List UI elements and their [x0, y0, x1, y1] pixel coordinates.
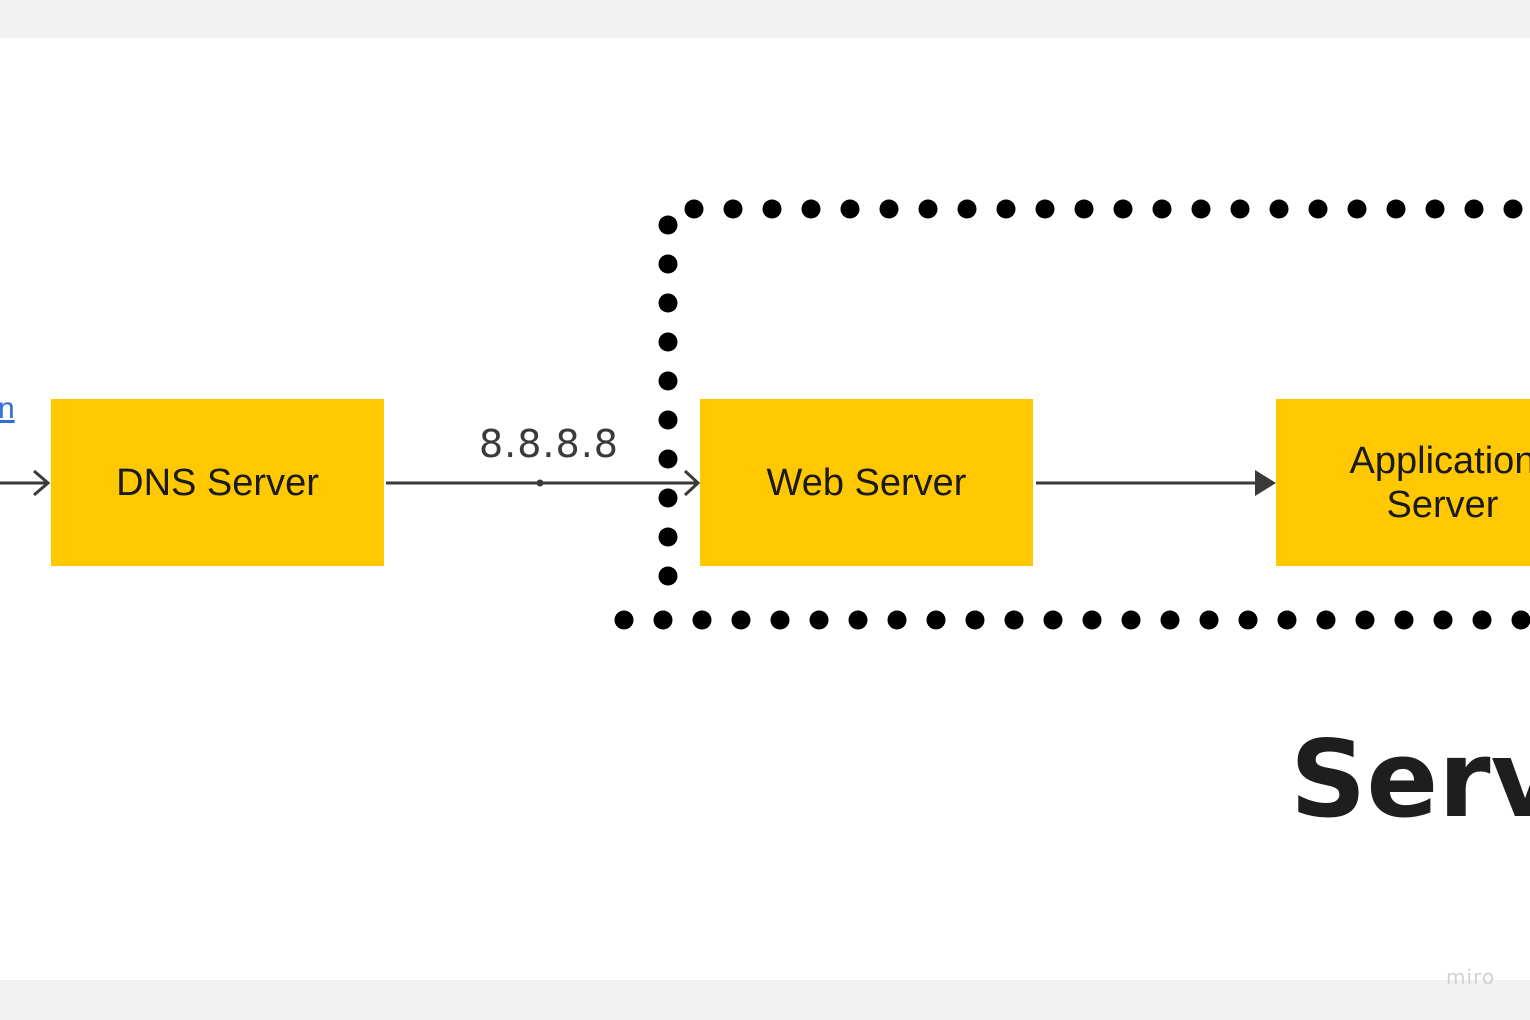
- group-boundary[interactable]: [614, 199, 1530, 630]
- boundary-dot: [1464, 199, 1484, 219]
- canvas-board[interactable]: n DNS Server 8.8.8.8 Web Server Applicat…: [0, 38, 1530, 980]
- node-web-server[interactable]: Web Server: [700, 399, 1033, 566]
- diagram-svg: [0, 199, 1530, 630]
- node-application-server-line2: Server: [1386, 483, 1499, 526]
- boundary-dot: [1503, 199, 1523, 219]
- boundary-dot: [1277, 610, 1297, 630]
- boundary-dot: [1511, 610, 1530, 630]
- boundary-dot: [1113, 199, 1133, 219]
- boundary-dot: [809, 610, 829, 630]
- boundary-dot: [658, 371, 678, 391]
- connector-midpoint: [536, 479, 544, 487]
- boundary-dot: [653, 610, 673, 630]
- boundary-dot: [1386, 199, 1406, 219]
- boundary-dot: [1230, 199, 1250, 219]
- boundary-dot: [1355, 610, 1375, 630]
- boundary-dot: [1121, 610, 1141, 630]
- boundary-dot: [1152, 199, 1172, 219]
- boundary-dot: [1043, 610, 1063, 630]
- boundary-dot: [1004, 610, 1024, 630]
- miro-watermark: miro: [1446, 965, 1496, 989]
- node-application-server-line1: Application: [1349, 439, 1530, 482]
- boundary-dot: [658, 488, 678, 508]
- boundary-dot: [658, 332, 678, 352]
- boundary-dot: [614, 610, 634, 630]
- boundary-dot: [770, 610, 790, 630]
- boundary-dot: [1433, 610, 1453, 630]
- boundary-dot: [879, 199, 899, 219]
- boundary-dot: [840, 199, 860, 219]
- boundary-dot: [801, 199, 821, 219]
- node-application-server-label: Application Server: [1350, 439, 1530, 527]
- boundary-dot: [918, 199, 938, 219]
- boundary-dot: [1082, 610, 1102, 630]
- boundary-dot: [723, 199, 743, 219]
- boundary-dot: [731, 610, 751, 630]
- boundary-dot: [1394, 610, 1414, 630]
- boundary-dot: [1191, 199, 1211, 219]
- node-dns-server-label: DNS Server: [116, 461, 319, 504]
- arrow-head-icon: [1255, 470, 1276, 496]
- boundary-dot: [684, 199, 704, 219]
- boundary-dot: [1269, 199, 1289, 219]
- boundary-dot: [1238, 610, 1258, 630]
- node-application-server[interactable]: Application Server: [1276, 399, 1530, 566]
- boundary-dot: [658, 293, 678, 313]
- boundary-dot: [848, 610, 868, 630]
- boundary-dot: [658, 449, 678, 469]
- boundary-dot: [762, 199, 782, 219]
- boundary-dot: [1308, 199, 1328, 219]
- arrow-head-icon: [683, 469, 701, 497]
- boundary-dot: [1199, 610, 1219, 630]
- boundary-dot: [926, 610, 946, 630]
- boundary-dot: [1425, 199, 1445, 219]
- section-title[interactable]: Serve: [1290, 718, 1530, 841]
- boundary-dot: [1316, 610, 1336, 630]
- edge-label-ip[interactable]: 8.8.8.8: [479, 422, 619, 466]
- boundary-dot: [1347, 199, 1367, 219]
- boundary-dot: [996, 199, 1016, 219]
- node-dns-server[interactable]: DNS Server: [51, 399, 384, 566]
- boundary-dot: [658, 215, 678, 235]
- boundary-dot: [658, 254, 678, 274]
- boundary-dot: [1074, 199, 1094, 219]
- boundary-dot: [1160, 610, 1180, 630]
- boundary-dot: [1035, 199, 1055, 219]
- boundary-dot: [965, 610, 985, 630]
- boundary-dot: [887, 610, 907, 630]
- boundary-dot: [658, 410, 678, 430]
- boundary-dot: [957, 199, 977, 219]
- link-fragment[interactable]: n: [0, 392, 15, 425]
- node-web-server-label: Web Server: [766, 461, 967, 504]
- boundary-dot: [1472, 610, 1492, 630]
- boundary-dot: [692, 610, 712, 630]
- boundary-dot: [658, 566, 678, 586]
- arrow-head-icon: [33, 469, 51, 497]
- boundary-dot: [658, 527, 678, 547]
